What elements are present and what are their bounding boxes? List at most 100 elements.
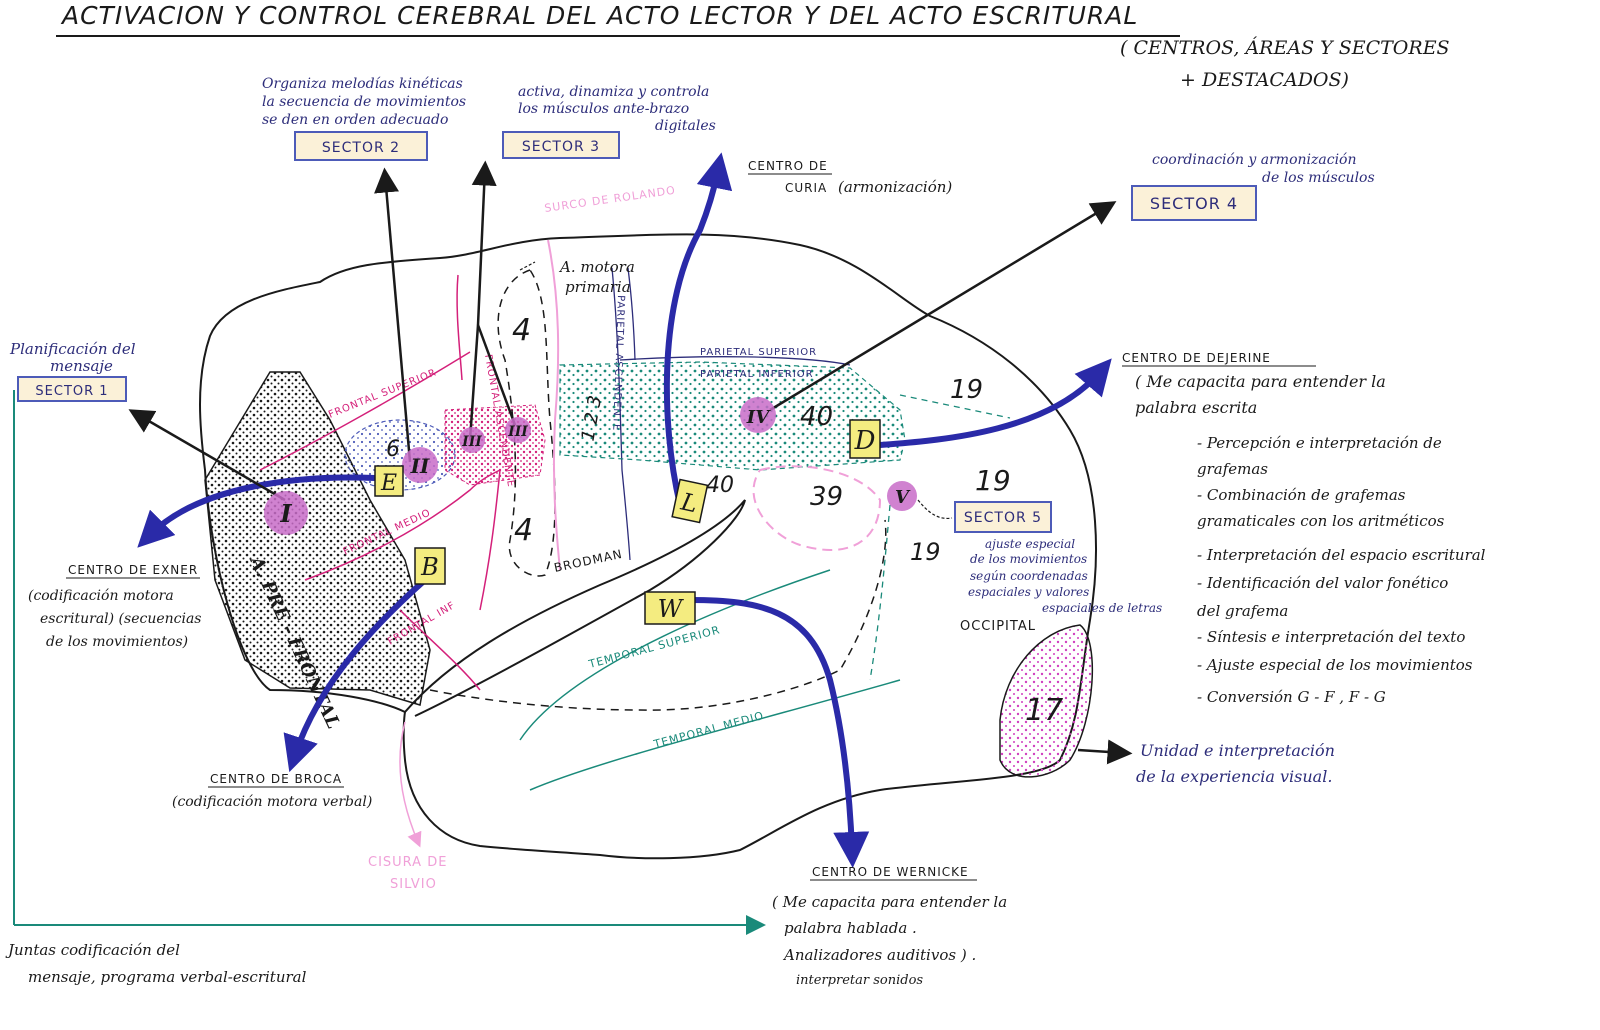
sector-1-desc-2: mensaje [50,357,113,375]
area-num-40a: 40 [800,402,833,432]
sector-2-desc-2: la secuencia de movimientos [262,94,466,110]
curia-desc: (armonización) [838,178,952,196]
exner-desc-2: escritural) (secuencias [40,611,202,627]
sector-5-label: SECTOR 5 [964,510,1042,526]
sylvian-fissure [404,499,746,717]
marker-IV: IV [740,397,776,433]
visual-desc-2: de la experiencia visual. [1136,767,1332,786]
broca-desc: (codificación motora verbal) [172,794,372,810]
primary-motor-dashed [497,269,556,577]
center-curia: CENTRO DE CURIA (armonización) [748,159,952,196]
svg-text:E: E [380,471,397,496]
visual-arrow [1077,739,1133,765]
area-num-19a: 19 [950,375,983,405]
dejerine-arrow [877,358,1112,448]
sector-3-desc-2: los músculos ante-brazo [518,101,689,117]
dejerine-item: - Ajuste especial de los movimientos [1197,656,1473,674]
rolando-sulcus [547,239,561,571]
sector1-arrow [128,409,286,502]
svg-text:III: III [461,434,482,450]
sector-5-desc-3: según coordenadas [970,569,1088,583]
marker-W: W [644,591,696,625]
area-numbers: 6 4 4 1 2 3 40 40 39 19 19 19 17 [386,313,1063,728]
parietal-superior-line [619,356,851,366]
svg-text:I: I [279,499,292,528]
sector-2-desc-3: se den en orden adecuado [262,112,448,128]
wernicke-desc-1: ( Me capacita para entender la [772,893,1007,911]
dejerine-item: - Conversión G - F , F - G [1197,688,1386,706]
parietal-dashed-to-19 [899,394,1011,419]
bottom-note-line-1: Juntas codificación del [5,941,180,959]
area-num-19b: 19 [975,464,1011,497]
dejerine-desc-2: palabra escrita [1135,398,1257,417]
temporal-dashed [429,519,887,711]
black-arrows [128,160,1133,765]
frontal-superior-label: FRONTAL SUPERIOR [327,367,438,421]
sector-3: activa, dinamiza y controla los músculos… [502,84,716,159]
area-num-39: 39 [810,482,843,512]
brodman-label: BRODMAN [553,547,624,575]
sector-4-desc-2: de los músculos [1262,170,1375,186]
temporal-superior-line [519,569,831,741]
dejerine-item: del grafema [1197,602,1288,620]
dejerine-item: - Síntesis e interpretación del texto [1197,628,1465,646]
visual-experience: Unidad e interpretación de la experienci… [1136,741,1335,786]
parietal-inferior-label: PARIETAL INFERIOR [700,369,814,380]
marker-IIIa: III [459,427,485,453]
temporal-medio-line [529,679,901,791]
dejerine-item: grafemas [1197,460,1268,478]
curia-label-2: CURIA [785,181,827,195]
svg-text:D: D [854,426,876,456]
occipital-label: OCCIPITAL [960,619,1036,634]
bottom-note-line-2: mensaje, programa verbal-escritural [28,968,307,986]
sector-1-desc-1: Planificación del [9,340,136,358]
exner-desc-1: (codificación motora [28,588,174,604]
wernicke-desc-4: interpretar sonidos [796,973,923,988]
dejerine-item: - Interpretación del espacio escritural [1197,546,1486,564]
area-num-4b: 4 [514,513,533,548]
wernicke-arrow [687,597,870,868]
curia-label-1: CENTRO DE [748,159,828,173]
sector4-arrow [769,201,1117,412]
sector-5: SECTOR 5 ajuste especial de los movimien… [954,501,1162,615]
svg-text:III: III [507,424,528,440]
bottom-note: Juntas codificación del mensaje, program… [5,941,307,986]
area-num-40b: 40 [706,473,734,498]
sector-4-label: SECTOR 4 [1150,194,1238,213]
sector-2: Organiza melodías kinéticas la secuencia… [262,76,466,161]
sector-3-desc-1: activa, dinamiza y controla [518,84,709,100]
parietal-superior-label: PARIETAL SUPERIOR [700,347,817,358]
sector-4-desc-1: coordinación y armonización [1152,152,1357,168]
area-motora-dashed-arrow [519,261,536,271]
dejerine-desc-1: ( Me capacita para entender la [1135,372,1386,391]
marker-I: I [264,491,308,535]
occipital-dashed [869,504,891,681]
area-17-region [999,624,1094,778]
wernicke-desc-2: palabra hablada . [784,919,917,937]
sector3-branch [476,324,517,426]
title-block: ACTIVACION Y CONTROL CEREBRAL DEL ACTO L… [56,1,1450,91]
page-title: ACTIVACION Y CONTROL CEREBRAL DEL ACTO L… [60,1,1138,30]
area-motora-label-1: A. motora [558,258,635,276]
subtitle-line-1: ( CENTROS, ÁREAS Y SECTORES [1120,36,1450,59]
svg-text:V: V [895,487,911,508]
parietal-dotted-band [559,361,906,471]
broca-arrow [283,577,428,773]
sector2-arrow [374,167,412,463]
sector-1-label: SECTOR 1 [35,384,108,399]
area-39-dashed [752,465,882,551]
letter-markers: E B L D W [374,419,881,625]
dejerine-label: CENTRO DE DEJERINE [1122,351,1271,365]
svg-text:II: II [410,454,430,478]
marker-B: B [414,547,446,585]
circle-markers: I II III III IV V [264,397,917,535]
marker-D: D [849,419,881,459]
cisura-label-2: SILVIO [390,877,437,892]
center-wernicke: CENTRO DE WERNICKE ( Me capacita para en… [772,865,1007,988]
subtitle-line-2: + DESTACADOS) [1180,69,1349,91]
temporal-superior-label: TEMPORAL SUPERIOR [586,623,721,671]
sector-4: coordinación y armonización de los múscu… [1131,152,1375,221]
svg-text:L: L [678,487,700,518]
svg-text:B: B [420,553,439,581]
exner-desc-3: de los movimientos) [46,634,188,650]
